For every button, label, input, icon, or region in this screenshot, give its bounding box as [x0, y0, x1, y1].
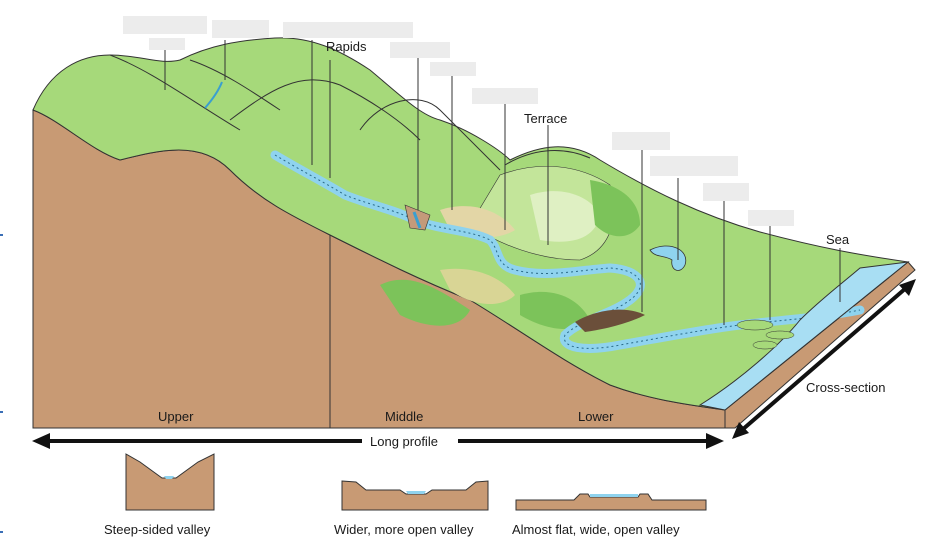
valley-profile-middle — [341, 480, 489, 511]
blank-label-box — [650, 156, 738, 176]
tan-field — [440, 268, 515, 305]
valley-profile-lower — [515, 493, 707, 511]
blank-label-box — [430, 62, 476, 76]
delta-island — [752, 340, 778, 350]
hill-ridge — [229, 79, 421, 141]
blank-label-box — [390, 42, 450, 58]
long-profile-label-bg — [362, 432, 458, 450]
delta-island — [765, 330, 795, 340]
long-profile-arrowhead-left — [32, 433, 50, 449]
stage-upper: Upper — [158, 409, 194, 424]
label-sea: Sea — [826, 232, 850, 247]
blank-label-box — [472, 88, 538, 104]
waterfall-water — [412, 211, 422, 229]
label-long-profile: Long profile — [370, 434, 438, 449]
hill-ridge — [109, 54, 241, 131]
stage-lower: Lower — [578, 409, 614, 424]
blank-label-box — [212, 20, 269, 38]
oxbow-lake — [649, 245, 687, 271]
margin-mark — [0, 531, 3, 533]
label-rapids: Rapids — [326, 39, 367, 54]
caption-wider-valley: Wider, more open valley — [334, 522, 474, 537]
blank-label-box — [612, 132, 670, 150]
river-banks — [274, 154, 861, 349]
label-terrace: Terrace — [524, 111, 567, 126]
blank-label-box — [703, 183, 749, 201]
cross-section-arrowhead-top — [899, 279, 916, 296]
hill-ridge — [189, 59, 281, 111]
meander-bank — [575, 309, 645, 332]
hill-ridge — [359, 99, 501, 171]
blank-label-box — [149, 38, 185, 50]
margin-mark — [0, 234, 3, 236]
valley-water-upper — [164, 476, 174, 479]
blank-label-box — [748, 210, 794, 226]
valley-water-middle — [406, 491, 426, 494]
dark-field — [520, 291, 590, 330]
valley-water-lower — [590, 494, 638, 497]
cross-section-arrow — [740, 286, 908, 432]
tributary — [204, 81, 223, 109]
blank-label-box — [123, 16, 207, 34]
dark-field — [590, 180, 640, 237]
margin-mark — [0, 411, 3, 413]
blank-label-box — [283, 22, 413, 38]
label-cross-section: Cross-section — [806, 380, 885, 395]
caption-flat-valley: Almost flat, wide, open valley — [512, 522, 680, 537]
delta-island — [736, 319, 774, 331]
dark-field — [380, 279, 470, 326]
caption-steep-sided-valley: Steep-sided valley — [104, 522, 211, 537]
cross-section-arrowhead-bottom — [732, 422, 749, 439]
stage-middle: Middle — [385, 409, 423, 424]
hill-ridge — [504, 150, 591, 166]
valley-profile-upper — [125, 453, 215, 511]
long-profile-arrowhead-right — [706, 433, 724, 449]
